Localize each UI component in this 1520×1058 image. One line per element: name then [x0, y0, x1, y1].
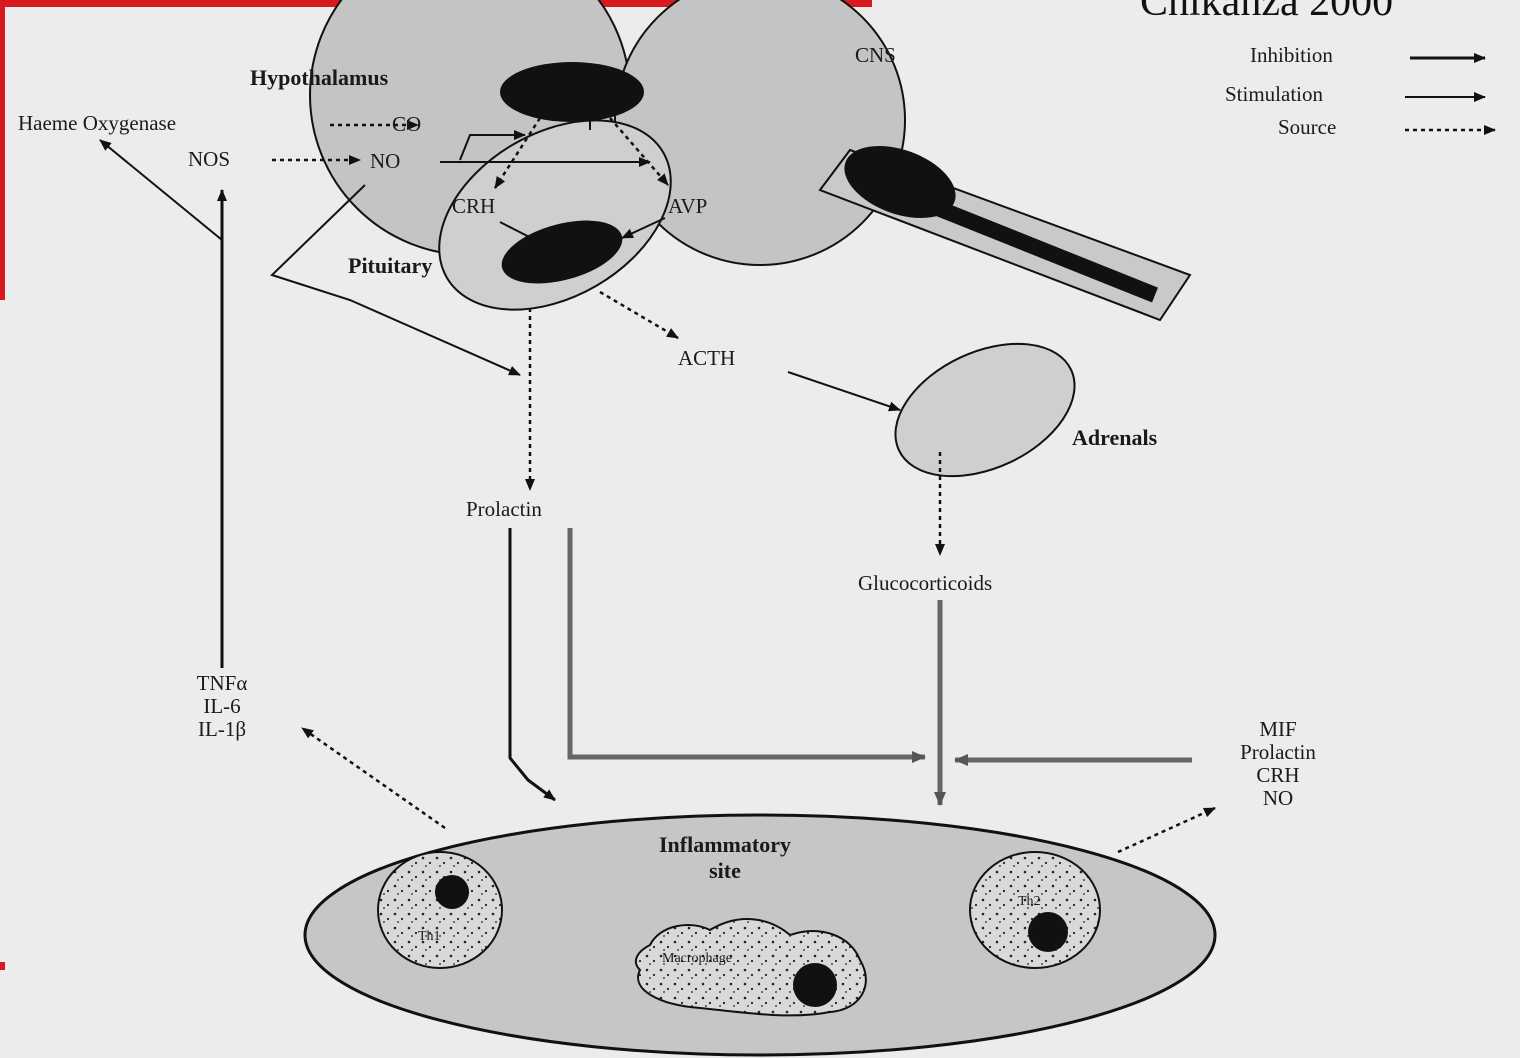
cytokine-label-3: IL-1β — [198, 717, 246, 741]
glucocorticoids-label: Glucocorticoids — [858, 571, 992, 595]
th1-nucleus — [435, 875, 469, 909]
cytokine-label-1: TNFα — [197, 671, 248, 695]
citation-label: Chikanza 2000 — [1140, 0, 1393, 26]
pituitary-to-acth-arrow — [600, 292, 678, 338]
macrophage-cell — [636, 919, 866, 1015]
legend-source-label: Source — [1278, 115, 1336, 139]
macrophage-nucleus — [793, 963, 837, 1007]
adrenals-label: Adrenals — [1072, 425, 1158, 450]
inflammatory-site-label-2: site — [709, 858, 741, 883]
th2-label: Th2 — [1018, 894, 1041, 909]
legend-inhibition-label: Inhibition — [1250, 43, 1333, 67]
acth-to-adrenals-arrow — [788, 372, 900, 410]
macrophage-label: Macrophage — [662, 951, 732, 966]
hypothalamus-label: Hypothalamus — [250, 65, 389, 90]
cytokine-label-2: IL-6 — [203, 694, 240, 718]
th1-label: Th1 — [418, 929, 441, 944]
legend-stimulation-label: Stimulation — [1225, 82, 1324, 106]
mif-group-label-2: Prolactin — [1240, 740, 1316, 764]
th2-nucleus — [1028, 912, 1068, 952]
prolactin-inhib-arrow — [570, 528, 925, 757]
inflammatory-site-label-1: Inflammatory — [659, 832, 791, 857]
site-to-cytokines-arrow — [302, 728, 445, 828]
adrenals-shape — [874, 317, 1095, 502]
prolactin-label: Prolactin — [466, 497, 542, 521]
prolactin-stim-arrow — [510, 528, 555, 800]
nos-label: NOS — [188, 147, 230, 171]
cns-label: CNS — [855, 43, 896, 67]
mif-group-label-4: NO — [1263, 786, 1293, 810]
mif-group-label-3: CRH — [1256, 763, 1299, 787]
crh-label: CRH — [452, 194, 495, 218]
site-to-mif-arrow — [1118, 808, 1215, 852]
no-label: NO — [370, 149, 400, 173]
pituitary-label: Pituitary — [348, 253, 432, 278]
avp-label: AVP — [668, 194, 707, 218]
co-label: CO — [392, 112, 421, 136]
th1-cell — [378, 852, 502, 968]
haeme-oxygenase-label: Haeme Oxygenase — [18, 111, 176, 135]
acth-label: ACTH — [678, 346, 735, 370]
hypothalamus-nucleus — [500, 62, 644, 122]
mif-group-label-1: MIF — [1259, 717, 1296, 741]
th2-cell — [970, 852, 1100, 968]
